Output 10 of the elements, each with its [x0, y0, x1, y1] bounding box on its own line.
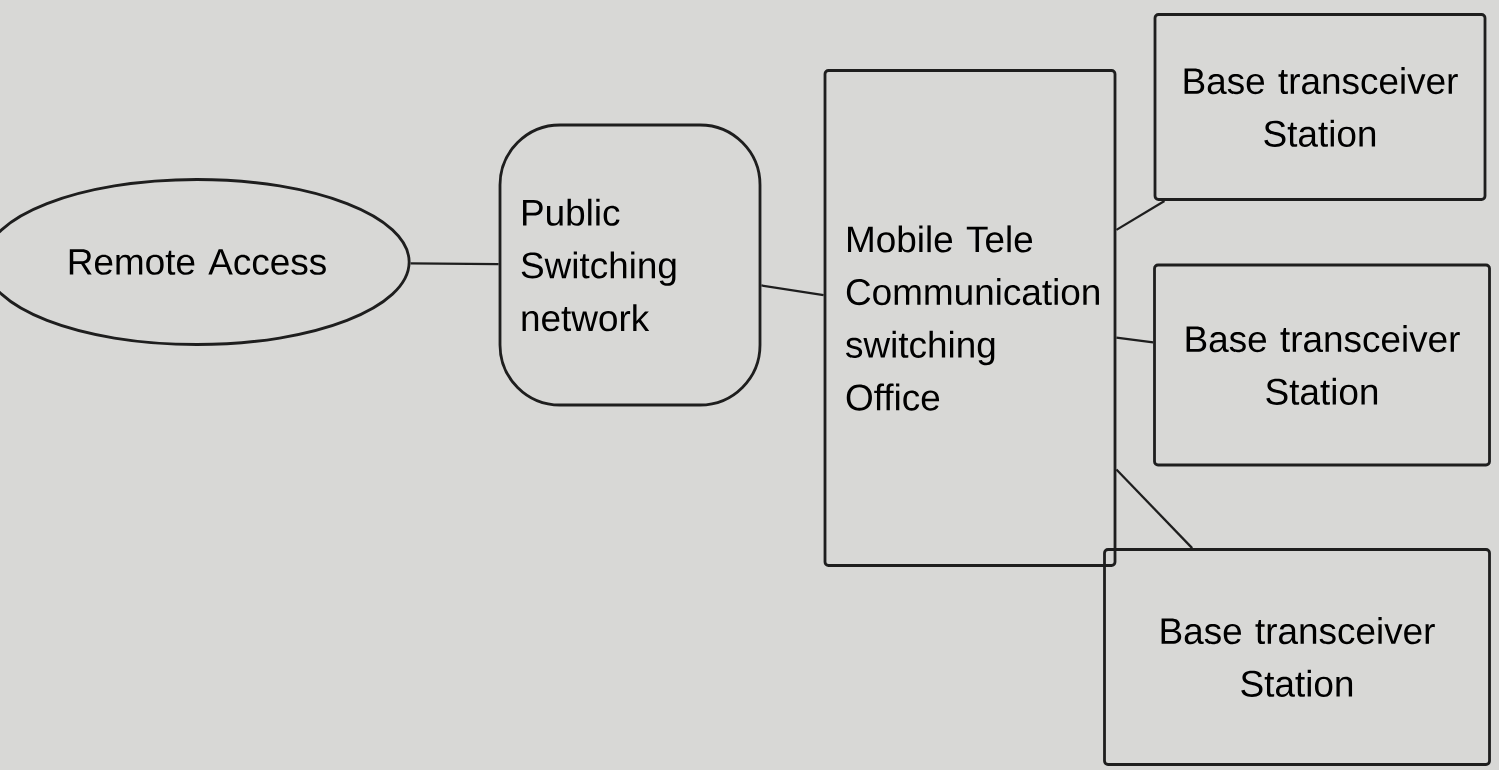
station-box: Base transceiver Station — [1103, 548, 1491, 766]
station-box: Base transceiver Station — [1153, 263, 1491, 467]
process-box: Mobile Tele Communication switching Office — [823, 69, 1117, 567]
connector-line — [1116, 336, 1154, 344]
connector-line — [1115, 199, 1166, 231]
connector-line — [410, 262, 499, 266]
rounded-box: Public Switching network — [498, 123, 762, 407]
station-box: Base transceiver Station — [1153, 13, 1487, 201]
connector-line — [1115, 468, 1193, 549]
connector-line — [761, 284, 824, 297]
